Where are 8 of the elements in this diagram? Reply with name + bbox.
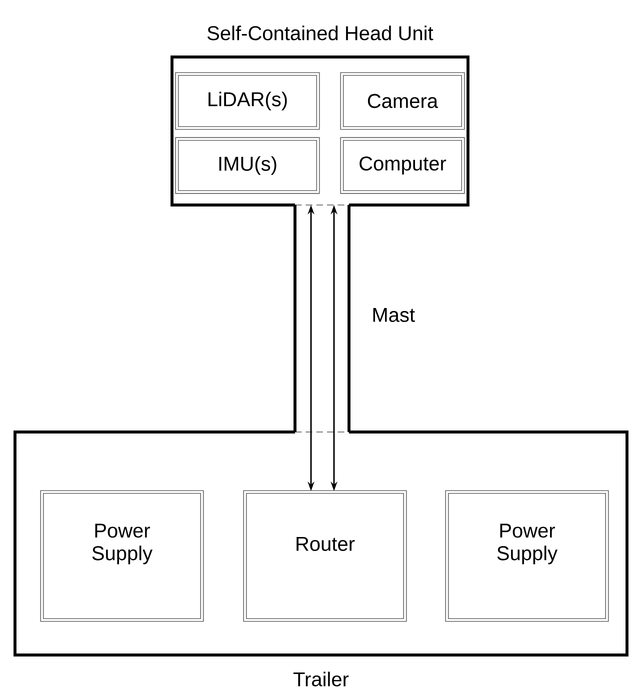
component-box: Power Supply — [445, 490, 609, 622]
mast-label: Mast — [373, 308, 415, 322]
component-box: Router — [243, 490, 407, 622]
component-box: Computer — [340, 137, 465, 194]
component-box: IMU(s) — [175, 137, 320, 194]
component-box: Camera — [340, 72, 465, 130]
component-box: Power Supply — [40, 490, 204, 622]
component-box: LiDAR(s) — [175, 72, 320, 130]
